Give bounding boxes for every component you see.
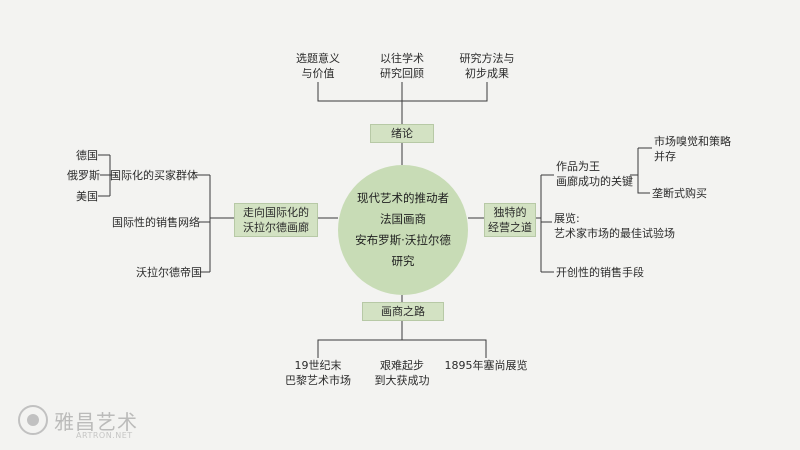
top-item-2: 以往学术 研究回顾 — [380, 52, 424, 80]
center-topic: 现代艺术的推动者 法国画商 安布罗斯·沃拉尔德 研究 — [338, 165, 468, 295]
right-branch-lines — [541, 174, 554, 273]
bottom-bracket-line — [317, 339, 487, 358]
artron-logo-icon — [18, 405, 48, 435]
left-sub-item-3: 美国 — [76, 190, 98, 203]
left-hub-box: 走向国际化的 沃拉尔德画廊 — [234, 203, 318, 237]
bottom-item-3: 1895年塞尚展览 — [444, 359, 528, 372]
right-item-1: 作品为王 画廊成功的关键 — [556, 160, 633, 188]
watermark: 雅昌艺术 ARTRON.NET — [18, 405, 138, 440]
right-sub-item-1: 市场嗅觉和策略 并存 — [654, 135, 731, 163]
top-item-1: 选题意义 与价值 — [296, 52, 340, 80]
left-item-1: 国际化的买家群体 — [110, 169, 198, 182]
left-sub-bracket — [98, 154, 118, 197]
bottom-hub-box: 画商之路 — [362, 302, 444, 321]
right-hub-box: 独特的 经营之道 — [484, 203, 536, 237]
bottom-item-2: 艰难起步 到大获成功 — [374, 359, 430, 387]
right-sub-bracket — [630, 147, 652, 194]
watermark-text: 雅昌艺术 — [54, 409, 138, 434]
left-item-2: 国际性的销售网络 — [112, 216, 200, 229]
bottom-item-1: 19世纪末 巴黎艺术市场 — [285, 359, 351, 387]
left-sub-item-1: 德国 — [76, 149, 98, 162]
left-sub-item-2: 俄罗斯 — [67, 169, 100, 182]
right-item-3: 开创性的销售手段 — [556, 266, 644, 279]
watermark-subtext: ARTRON.NET — [76, 431, 133, 440]
right-item-2: 展览: 艺术家市场的最佳试验场 — [554, 212, 675, 240]
top-item-3: 研究方法与 初步成果 — [459, 52, 515, 80]
left-branch-lines — [196, 174, 210, 273]
top-hub-box: 绪论 — [370, 124, 434, 143]
left-item-3: 沃拉尔德帝国 — [136, 266, 202, 279]
right-sub-item-2: 垄断式购买 — [652, 187, 707, 200]
